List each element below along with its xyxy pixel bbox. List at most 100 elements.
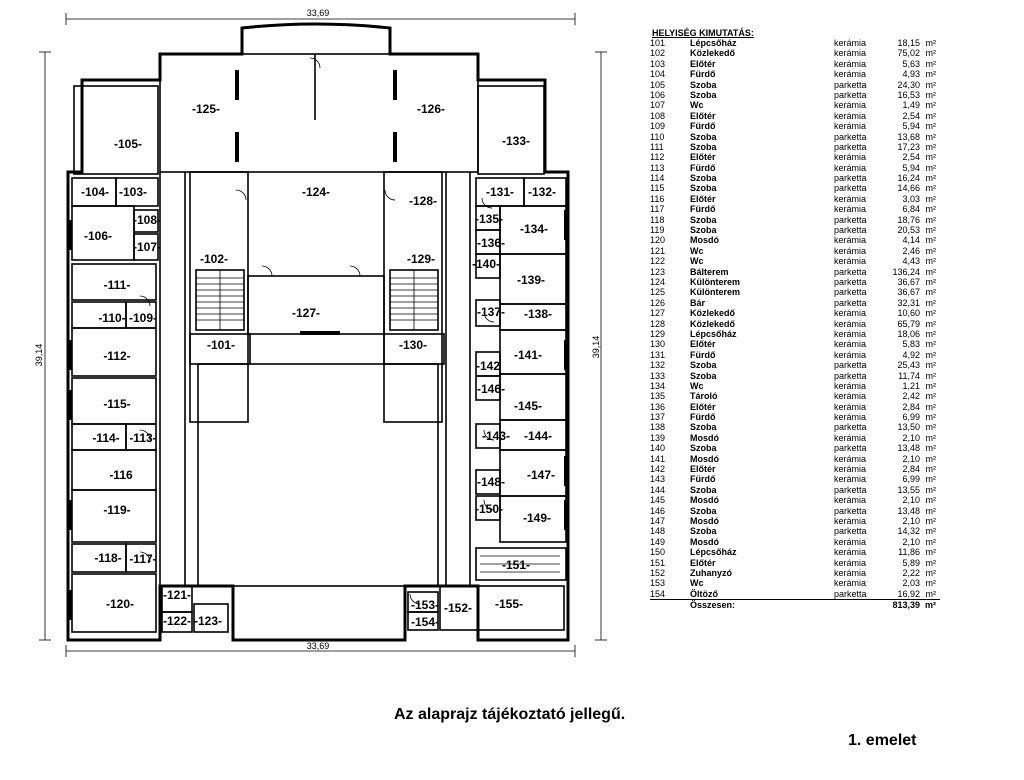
cell-name: Tároló	[690, 391, 718, 402]
room-label: -112-	[103, 349, 130, 363]
cell-floor: parketta	[834, 266, 867, 277]
cell-name: Fürdő	[690, 69, 716, 80]
cell-no: 115	[650, 183, 665, 194]
cell-area: 10,60	[897, 308, 920, 319]
cell-unit: m²	[925, 162, 937, 173]
cell-area: 14,66	[897, 183, 920, 194]
disclaimer-note: Az alaprajz tájékoztató jellegű.	[394, 706, 626, 723]
cell-unit: m²	[925, 193, 937, 204]
cell-floor: parketta	[834, 214, 867, 225]
cell-floor: kerámia	[834, 48, 867, 59]
cell-area: 16,92	[897, 588, 920, 599]
room-label: -126-	[417, 102, 445, 116]
room-label: -114-	[92, 431, 119, 445]
cell-floor: kerámia	[834, 339, 867, 350]
room-label: -150-	[475, 502, 503, 516]
cell-floor: kerámia	[834, 152, 867, 163]
cell-floor: kerámia	[834, 495, 867, 506]
dimension-lines	[39, 13, 607, 657]
cell-name: Mosdó	[690, 536, 719, 547]
cell-no: 128	[650, 318, 666, 329]
cell-floor: kerámia	[834, 464, 867, 475]
cell-no: 153	[650, 578, 666, 589]
cell-name: Előtér	[690, 152, 716, 163]
cell-no: 120	[650, 235, 666, 246]
cell-no: 123	[650, 266, 666, 277]
cell-unit: m²	[925, 464, 937, 475]
room-label: -151-	[502, 558, 530, 572]
cell-name: Wc	[690, 380, 704, 391]
cell-area: 6,99	[902, 412, 920, 423]
room-label: -148-	[477, 475, 505, 489]
room-label: -147-	[527, 468, 555, 482]
cell-name: Wc	[690, 100, 704, 111]
cell-unit: m²	[925, 235, 937, 246]
room-label: -103-	[119, 185, 147, 199]
windows	[68, 70, 568, 620]
cell-unit: m²	[925, 380, 937, 391]
room-label: -121-	[163, 588, 191, 602]
cell-no: 136	[650, 401, 666, 412]
cell-area: 13,50	[897, 422, 920, 433]
dim-bottom: 33,69	[307, 641, 330, 651]
cell-unit: m²	[925, 578, 937, 589]
cell-area: 32,31	[897, 297, 920, 308]
cell-floor: kerámia	[834, 349, 867, 360]
cell-name: Mosdó	[690, 495, 719, 506]
cell-name: Fürdő	[690, 412, 716, 423]
cell-area: 13,68	[897, 131, 920, 142]
room-label: -123-	[194, 614, 222, 628]
cell-no: 140	[650, 443, 666, 454]
cell-floor: kerámia	[834, 474, 867, 485]
cell-area: 4,43	[902, 256, 920, 267]
cell-unit: m²	[925, 110, 937, 121]
cell-unit: m²	[925, 131, 937, 142]
cell-no: 149	[650, 536, 666, 547]
floor-plan: 33,69 33,69 39,14 39,14	[34, 8, 607, 657]
cell-area: 36,67	[897, 287, 920, 298]
cell-floor: parketta	[834, 173, 867, 184]
cell-no: 132	[650, 360, 666, 371]
cell-floor: kerámia	[834, 547, 867, 558]
cell-floor: kerámia	[834, 235, 867, 246]
room-label: -102-	[200, 252, 228, 266]
cell-no: 108	[650, 110, 666, 121]
cell-unit: m²	[925, 370, 937, 381]
cell-area: 65,79	[897, 318, 920, 329]
cell-name: Különterem	[690, 276, 741, 287]
cell-name: Lépcsőház	[690, 328, 737, 339]
cell-floor: kerámia	[834, 193, 867, 204]
cell-name: Szoba	[690, 484, 717, 495]
cell-unit: m²	[925, 89, 937, 100]
cell-floor: kerámia	[834, 318, 867, 329]
cell-unit: m²	[925, 266, 937, 277]
cell-area: 2,03	[902, 578, 920, 589]
cell-area: 18,15	[897, 38, 920, 48]
cell-name: Szoba	[690, 89, 717, 100]
cell-area: 14,32	[897, 526, 920, 537]
room-label: -153-	[411, 598, 439, 612]
cell-name: Wc	[690, 578, 704, 589]
room-label: -155-	[495, 597, 523, 611]
cell-area: 18,76	[897, 214, 920, 225]
door-swings	[139, 57, 495, 605]
cell-area: 5,83	[902, 339, 920, 350]
cell-unit: m²	[925, 536, 937, 547]
